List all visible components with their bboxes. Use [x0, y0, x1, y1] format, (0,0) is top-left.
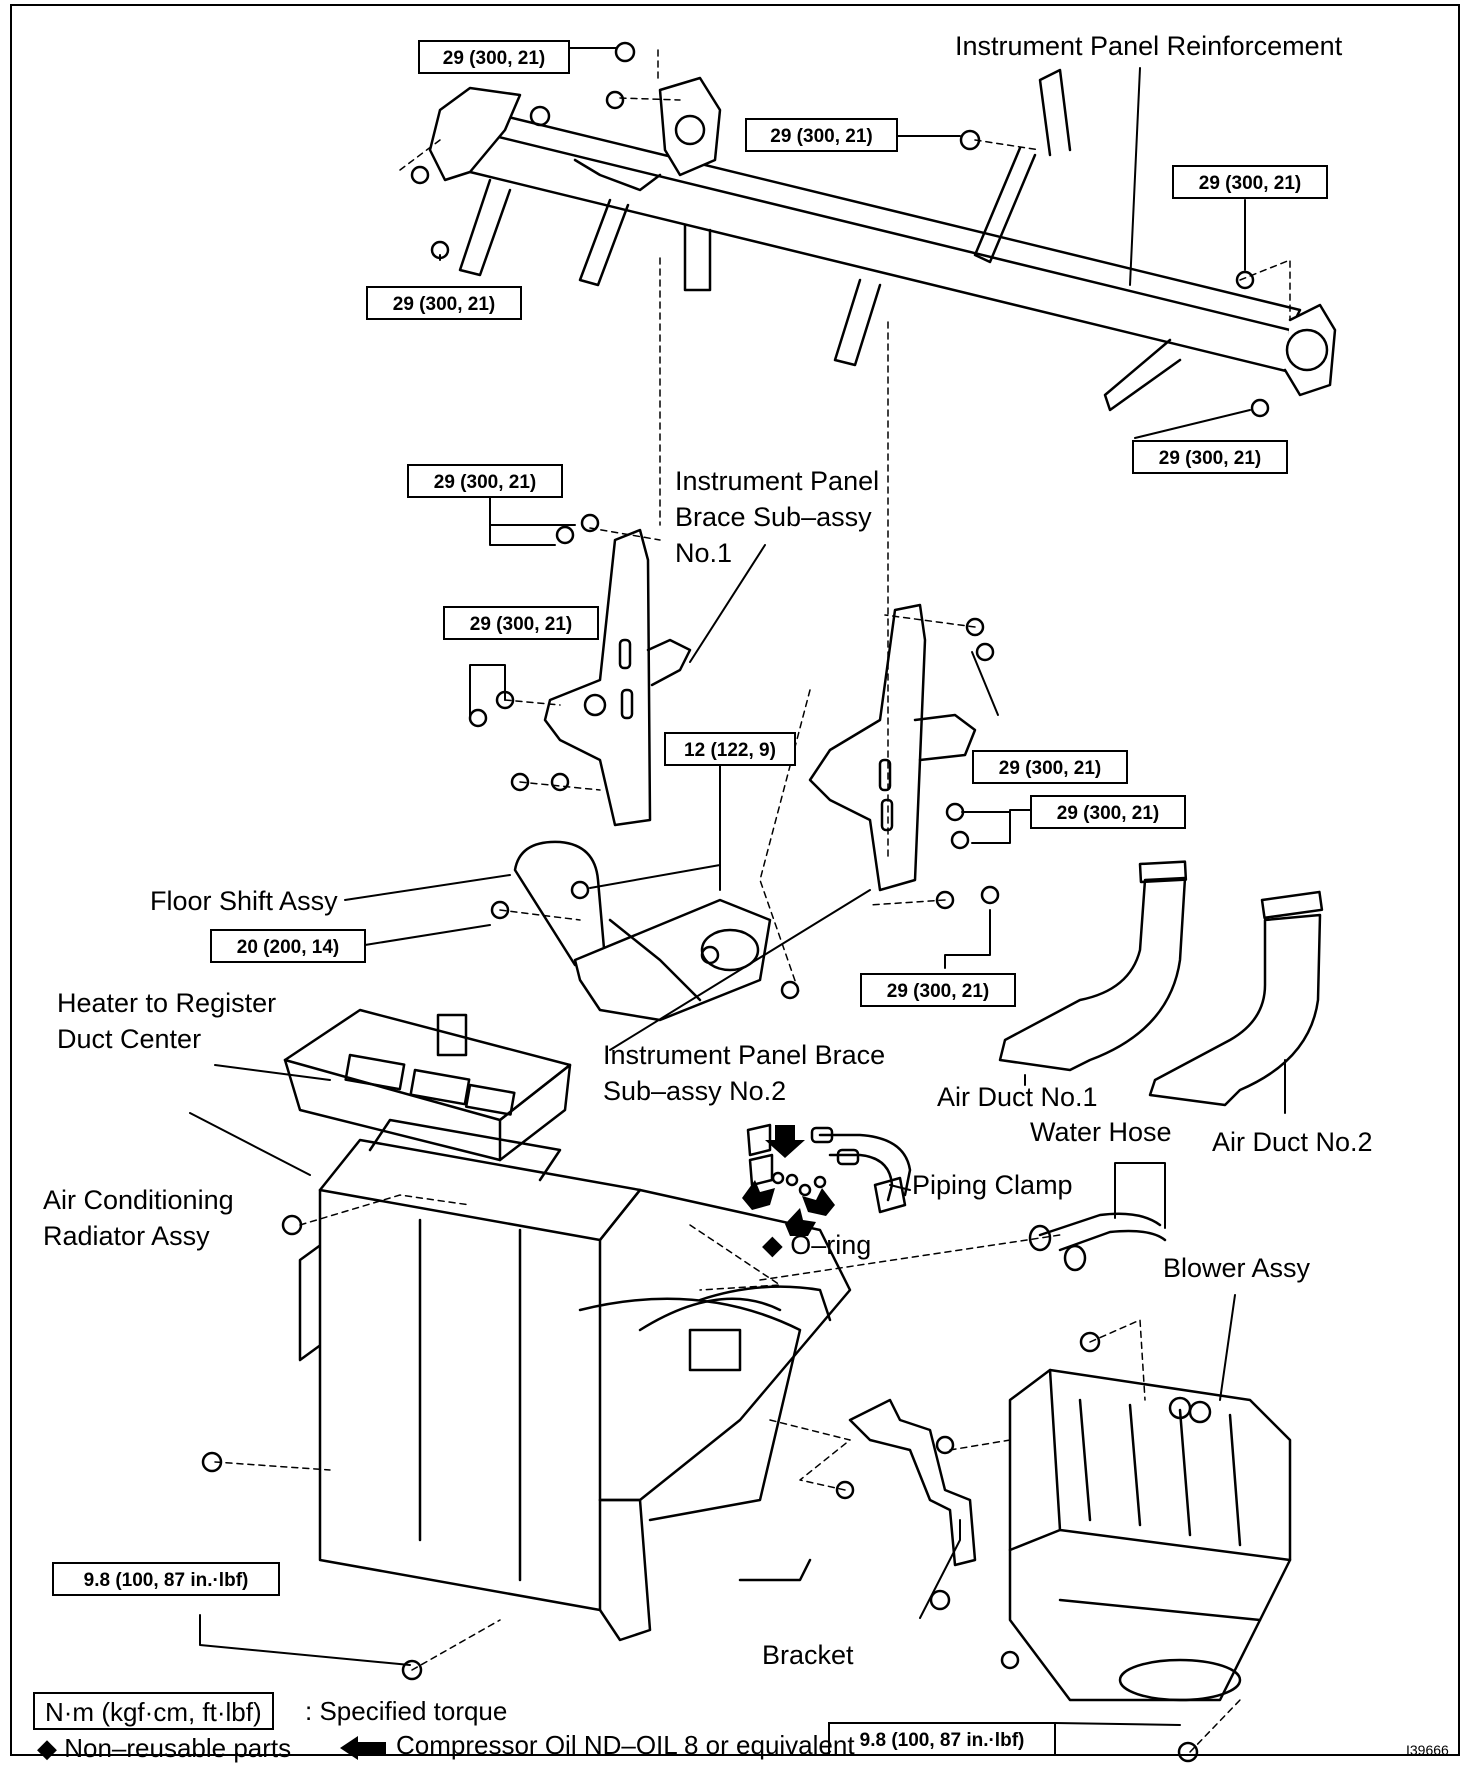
torque-box: 29 (300, 21)	[745, 118, 898, 152]
label-air-duct-no2: Air Duct No.2	[1212, 1127, 1373, 1157]
blower-part	[1008, 1368, 1292, 1702]
label-air-duct-no1: Air Duct No.1	[937, 1082, 1098, 1112]
label-bracket: Bracket	[762, 1640, 854, 1670]
instrument-panel-reinforcement	[428, 68, 1337, 412]
brace-no2-part	[808, 603, 977, 892]
label-blower: Blower Assy	[1163, 1253, 1311, 1283]
fasteners	[201, 41, 1270, 1763]
torque-box: 29 (300, 21)	[1172, 165, 1328, 199]
legend-unit-box: N·m (kgf·cm, ft·lbf)	[33, 1692, 274, 1730]
piping-clamp-area	[746, 1123, 1167, 1272]
air-duct-no2-part	[1148, 890, 1324, 1107]
torque-box: 29 (300, 21)	[418, 40, 570, 74]
label-brace-no1-line3: No.1	[675, 538, 733, 568]
alignment-lines	[214, 49, 1291, 1753]
torque-box: 29 (300, 21)	[972, 750, 1128, 784]
floor-shift-part	[513, 840, 772, 1022]
legend-unit-desc: : Specified torque	[305, 1696, 508, 1726]
air-duct-no1-part	[998, 860, 1188, 1072]
torque-box: 29 (300, 21)	[860, 973, 1016, 1007]
label-ac-radiator-line2: Radiator Assy	[43, 1221, 210, 1251]
label-floor-shift: Floor Shift Assy	[150, 886, 338, 916]
label-brace-no1-line2: Brace Sub–assy	[675, 502, 872, 532]
torque-box: 9.8 (100, 87 in.·lbf)	[828, 1722, 1056, 1756]
label-brace-no1-line1: Instrument Panel	[675, 466, 880, 496]
torque-box: 29 (300, 21)	[366, 286, 522, 320]
torque-box: 12 (122, 9)	[664, 732, 796, 766]
compressor-oil-arrows	[742, 1125, 835, 1236]
label-o-ring: ◆ O–ring	[762, 1230, 872, 1260]
label-ac-radiator-line1: Air Conditioning	[43, 1185, 234, 1215]
label-water-hose: Water Hose	[1030, 1117, 1172, 1147]
torque-box: 29 (300, 21)	[1132, 440, 1288, 474]
label-piping-clamp: Piping Clamp	[912, 1170, 1073, 1200]
figure-id: I39666	[1406, 1742, 1449, 1758]
ac-radiator-part	[298, 1013, 852, 1642]
legend-non-reusable: ◆ Non–reusable parts	[37, 1733, 292, 1763]
label-heater-duct-line2: Duct Center	[57, 1024, 202, 1054]
torque-box: 20 (200, 14)	[210, 929, 366, 963]
torque-box: 29 (300, 21)	[1030, 795, 1186, 829]
torque-box: 29 (300, 21)	[407, 464, 563, 498]
diagram-frame	[10, 4, 1460, 1756]
legend-arrow-icon	[340, 1736, 386, 1760]
label-brace-no2-line2: Sub–assy No.2	[603, 1076, 787, 1106]
brace-no1-part	[543, 528, 692, 827]
label-heater-duct-line1: Heater to Register	[57, 988, 277, 1018]
bracket-part	[848, 1398, 977, 1567]
leader-lines	[189, 47, 1286, 1726]
torque-box: 9.8 (100, 87 in.·lbf)	[52, 1562, 280, 1596]
legend-compressor-oil: Compressor Oil ND–OIL 8 or equivalent	[396, 1730, 855, 1760]
label-brace-no2-line1: Instrument Panel Brace	[603, 1040, 886, 1070]
label-ip-reinforcement: Instrument Panel Reinforcement	[955, 31, 1343, 61]
heater-duct-part	[283, 1008, 572, 1162]
torque-box: 29 (300, 21)	[443, 606, 599, 640]
